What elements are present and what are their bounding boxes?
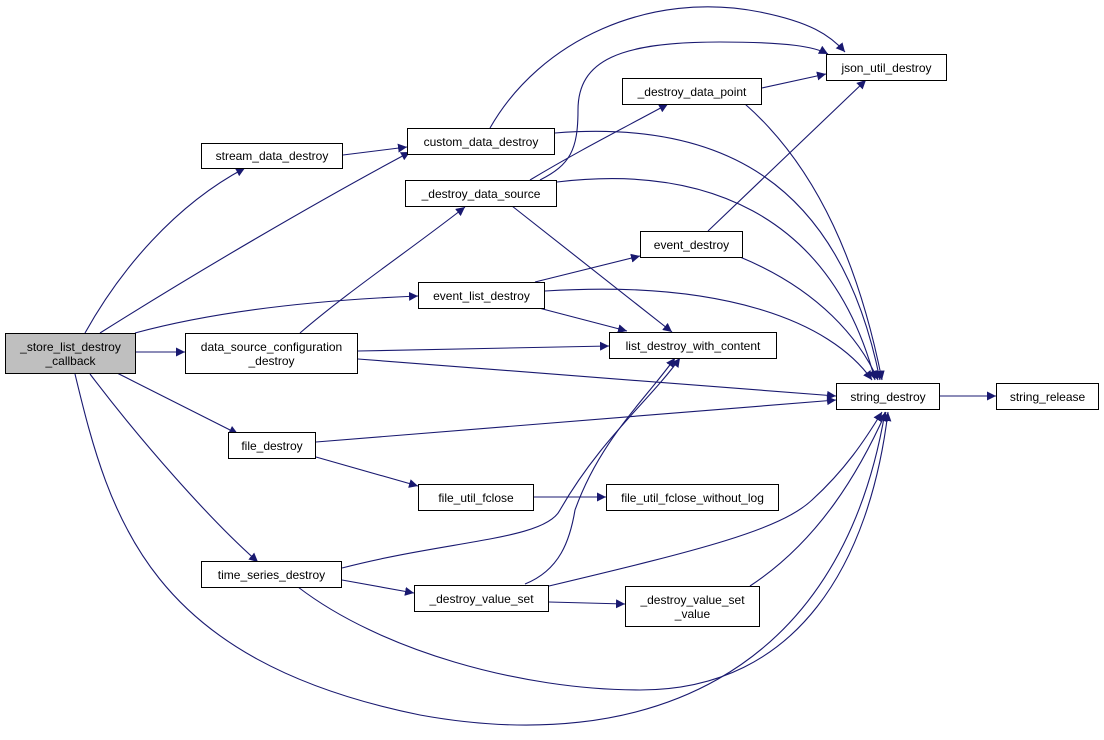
edge-eventlist-event (534, 253, 641, 283)
edge-event-string (739, 256, 879, 381)
node-string-destroy[interactable]: string_destroy (836, 383, 940, 410)
edge-datasource-string (556, 178, 878, 381)
node-time-series-destroy[interactable]: time_series_destroy (201, 561, 342, 588)
edge-eventlist-string (544, 288, 873, 381)
edge-file-fclose (315, 456, 419, 488)
edge-datasource-json (539, 41, 829, 181)
edge-root-event-list-destroy (134, 291, 419, 334)
edge-config-list (357, 341, 610, 352)
node-list-destroy-with-content[interactable]: list_destroy_with_content (609, 332, 777, 359)
edge-config-datasource (299, 206, 466, 334)
node-string-release[interactable]: string_release (996, 383, 1099, 410)
edge-datasource-datapoint (529, 103, 669, 181)
node-destroy-value-set[interactable]: _destroy_value_set (414, 585, 549, 612)
edge-datasource-list (511, 205, 673, 333)
edge-stream-custom (342, 143, 408, 156)
edge-valueset-valuesetvalue (548, 599, 626, 609)
edge-root-custom-data-destroy (99, 151, 411, 334)
edge-root-stream-data-destroy (84, 167, 246, 334)
edge-valuesetvalue-string (749, 411, 887, 587)
edge-root-time-series-destroy (89, 373, 259, 563)
node-json-util-destroy[interactable]: json_util_destroy (826, 54, 947, 81)
node-file-util-fclose[interactable]: file_util_fclose (418, 484, 534, 511)
node-event-destroy[interactable]: event_destroy (640, 231, 743, 258)
node-destroy-data-source[interactable]: _destroy_data_source (405, 180, 557, 207)
node-custom-data-destroy[interactable]: custom_data_destroy (407, 128, 555, 155)
node-store-list-destroy-callback[interactable]: _store_list_destroy _callback (5, 333, 136, 374)
edge-timeseries-list (341, 357, 681, 569)
edge-root-file-destroy (114, 371, 239, 435)
edge-config-string (357, 358, 837, 400)
node-data-source-configuration-destroy[interactable]: data_source_configuration _destroy (185, 333, 358, 374)
edge-event-json (707, 79, 867, 232)
node-event-list-destroy[interactable]: event_list_destroy (418, 282, 545, 309)
edge-root-string-destroy (74, 373, 888, 726)
node-file-destroy[interactable]: file_destroy (228, 432, 316, 459)
node-stream-data-destroy[interactable]: stream_data_destroy (201, 143, 343, 169)
edge-timeseries-valueset (341, 579, 415, 596)
edge-datapoint-string (744, 103, 885, 381)
node-destroy-value-set-value[interactable]: _destroy_value_set _value (625, 586, 760, 627)
edge-custom-json (489, 6, 846, 129)
edge-valueset-list (524, 357, 676, 585)
edge-file-string (315, 396, 837, 443)
edge-datapoint-json (761, 71, 827, 89)
edge-timeseries-string (297, 411, 892, 691)
node-file-util-fclose-without-log[interactable]: file_util_fclose_without_log (606, 484, 779, 511)
edge-valueset-string (548, 411, 883, 587)
edge-eventlist-list (534, 306, 628, 334)
node-destroy-data-point[interactable]: _destroy_data_point (622, 78, 762, 105)
